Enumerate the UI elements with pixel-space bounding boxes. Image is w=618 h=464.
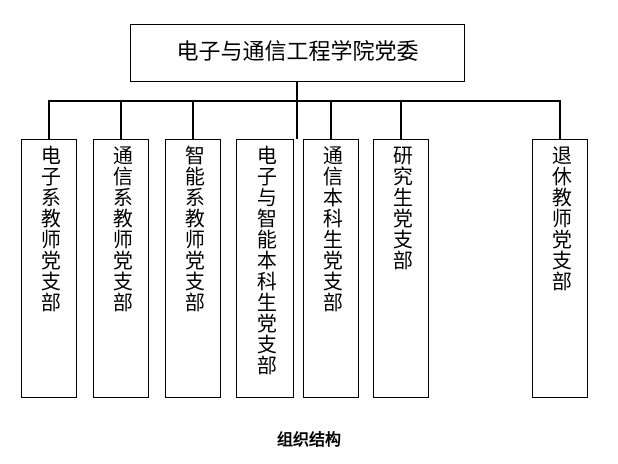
connector-drop-3 [192,100,194,139]
child-node-label-4: 电子与智能本科生党支部 [253,145,278,376]
child-node-box-4: 电子与智能本科生党支部 [236,139,294,398]
child-node-box-2: 通信系教师党支部 [93,139,149,398]
child-node-box-1: 电子系教师党支部 [21,139,77,398]
child-node-label-7: 退休教师党支部 [548,145,573,292]
connector-drop-5 [330,100,332,139]
connector-drop-1 [48,100,50,139]
root-node-label: 电子与通信工程学院党委 [176,39,419,65]
child-node-box-7: 退休教师党支部 [532,139,588,398]
child-node-label-3: 智能系教师党支部 [181,145,206,313]
diagram-caption: 组织结构 [276,430,341,449]
child-node-box-5: 通信本科生党支部 [303,139,359,398]
connector-drop-7 [559,100,561,139]
root-node-box: 电子与通信工程学院党委 [130,24,465,82]
child-node-label-5: 通信本科生党支部 [319,145,344,313]
connector-drop-2 [120,100,122,139]
child-node-label-2: 通信系教师党支部 [109,145,134,313]
child-node-label-1: 电子系教师党支部 [37,145,62,313]
connector-drop-4 [296,100,298,139]
child-node-box-3: 智能系教师党支部 [165,139,221,398]
child-node-label-6: 研究生党支部 [389,145,414,271]
connector-root-stem [296,82,298,101]
connector-drop-6 [400,100,402,139]
connector-horizontal-bus [49,100,561,102]
child-node-box-6: 研究生党支部 [373,139,429,398]
